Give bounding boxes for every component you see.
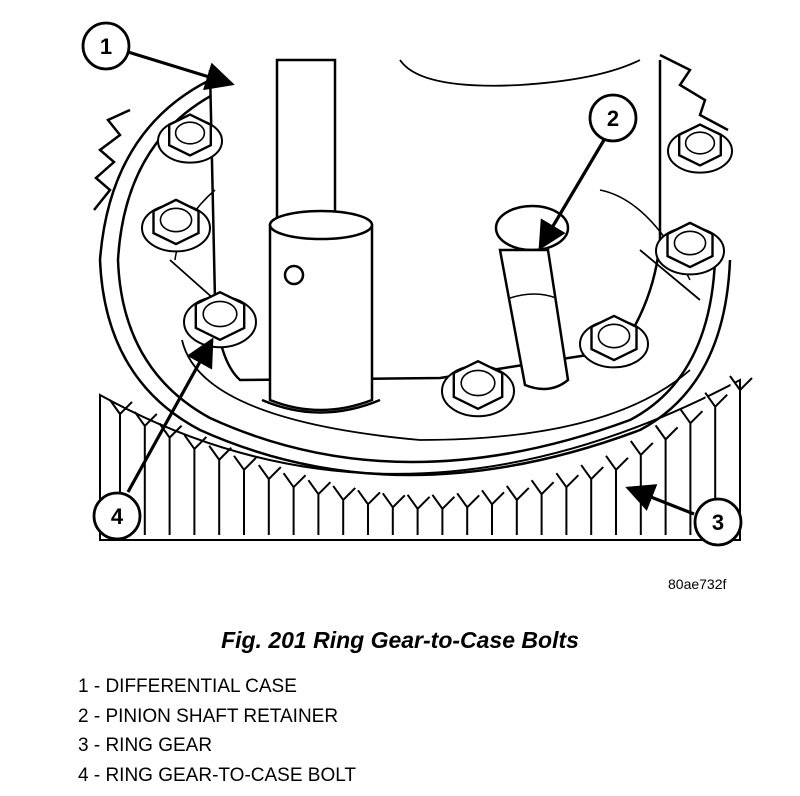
gear-tooth bbox=[555, 472, 580, 535]
gear-tooth bbox=[257, 464, 282, 535]
callout-1: 1 bbox=[81, 21, 131, 71]
gear-tooth bbox=[133, 411, 158, 535]
hex-bolt bbox=[667, 123, 733, 174]
hex-bolt bbox=[655, 221, 725, 276]
gear-tooth bbox=[481, 489, 505, 535]
hex-bolt bbox=[441, 359, 515, 418]
gear-tooth bbox=[704, 392, 728, 535]
callout-1-number: 1 bbox=[100, 34, 112, 59]
gear-tooth bbox=[505, 485, 530, 535]
gear-tooth bbox=[431, 494, 456, 535]
gear-flange bbox=[93, 53, 732, 477]
hex-bolt bbox=[141, 198, 211, 253]
gear-tooth bbox=[183, 434, 208, 535]
ring-gear-illustration: 1 2 3 4 bbox=[81, 21, 753, 547]
gear-tooth bbox=[605, 455, 629, 535]
gear-tooth bbox=[282, 472, 307, 535]
legend-item: 4 - RING GEAR-TO-CASE BOLT bbox=[78, 764, 357, 786]
callout-4-number: 4 bbox=[111, 504, 124, 529]
ring-gear-bolts bbox=[141, 113, 733, 418]
callout-2: 2 bbox=[588, 93, 638, 143]
pinion-shaft-tool bbox=[261, 58, 381, 414]
gear-tooth bbox=[530, 479, 555, 535]
hex-bolt bbox=[183, 290, 257, 349]
parts-legend: 1 - DIFFERENTIAL CASE 2 - PINION SHAFT R… bbox=[78, 672, 356, 790]
gear-tooth bbox=[357, 489, 381, 535]
hex-bolt bbox=[579, 314, 649, 369]
hex-bolt bbox=[157, 113, 223, 164]
leader-line-3 bbox=[625, 484, 695, 516]
gear-tooth bbox=[580, 464, 604, 535]
gear-tooth bbox=[307, 479, 332, 535]
legend-item: 2 - PINION SHAFT RETAINER bbox=[78, 705, 339, 727]
gear-tooth bbox=[406, 494, 431, 535]
figure-caption: Fig. 201 Ring Gear-to-Case Bolts bbox=[221, 627, 579, 653]
gear-tooth bbox=[332, 485, 356, 535]
gear-tooth bbox=[679, 408, 704, 535]
leader-line-1 bbox=[127, 50, 235, 91]
gear-tooth bbox=[233, 455, 257, 535]
gear-tooth bbox=[456, 492, 480, 535]
ring-gear bbox=[99, 375, 753, 541]
gear-tooth bbox=[381, 492, 406, 535]
legend-item: 1 - DIFFERENTIAL CASE bbox=[78, 676, 297, 697]
leader-line-2 bbox=[538, 139, 606, 251]
callout-4: 4 bbox=[92, 491, 142, 541]
gear-tooth bbox=[208, 445, 232, 535]
callout-3: 3 bbox=[693, 497, 743, 547]
callout-3-number: 3 bbox=[712, 510, 724, 535]
gear-tooth bbox=[729, 375, 753, 535]
callout-2-number: 2 bbox=[607, 106, 619, 131]
callout-leaders bbox=[126, 50, 695, 516]
leader-line-4 bbox=[126, 337, 214, 493]
figure-code: 80ae732f bbox=[668, 576, 727, 592]
legend-item: 3 - RING GEAR bbox=[78, 735, 213, 756]
